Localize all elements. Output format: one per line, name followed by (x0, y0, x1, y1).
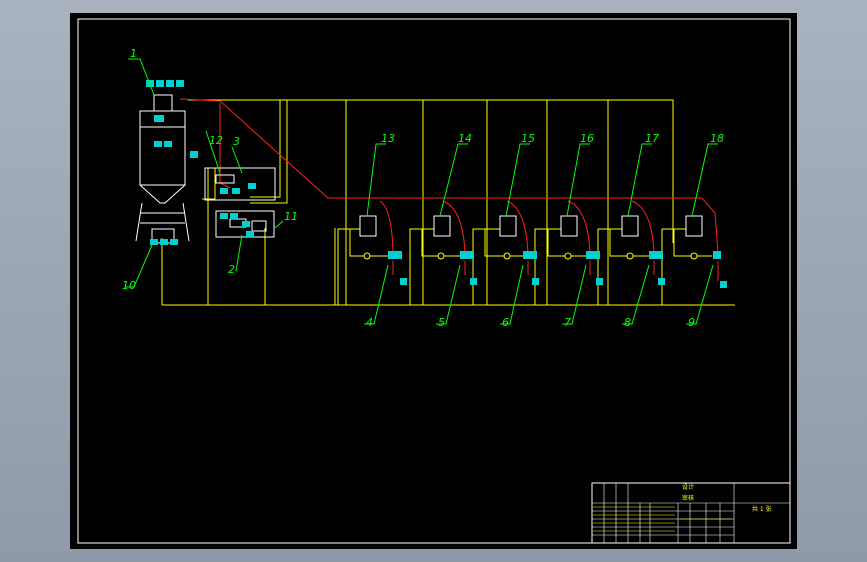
callout-4: 4 (366, 316, 373, 329)
callout-3: 3 (233, 135, 240, 148)
title-block-row2: 审核 (682, 494, 694, 502)
callout-15: 15 (521, 132, 535, 145)
callout-2: 2 (228, 263, 235, 276)
process-vessels (359, 215, 703, 237)
callout-16: 16 (580, 132, 594, 145)
callout-9: 9 (688, 316, 695, 329)
silo-dust-collector (135, 94, 190, 244)
title-block: 设计 审核 共 1 张 (591, 482, 791, 544)
callout-13: 13 (381, 132, 395, 145)
callout-10: 10 (122, 279, 136, 292)
title-block-sheet-label: 共 1 张 (752, 505, 772, 513)
drawing-frame (77, 18, 791, 544)
drawing-sheet: 1 12 3 11 2 10 13 14 15 16 17 18 4 5 6 7… (70, 13, 797, 549)
process-flow-diagram: 1 12 3 11 2 10 13 14 15 16 17 18 4 5 6 7… (77, 18, 791, 544)
pumps (363, 252, 698, 260)
red-piping (179, 98, 719, 281)
yellow-piping (161, 99, 735, 306)
callout-17: 17 (645, 132, 659, 145)
title-block-row1: 设计 (682, 483, 694, 491)
instrument-tags (146, 80, 727, 288)
callout-18: 18 (710, 132, 724, 145)
callout-11: 11 (284, 210, 298, 223)
callout-14: 14 (458, 132, 472, 145)
callout-5: 5 (438, 316, 445, 329)
callout-1: 1 (130, 47, 137, 60)
leader-lines (125, 58, 718, 325)
callout-12: 12 (209, 134, 223, 147)
callout-7: 7 (564, 316, 571, 329)
callout-6: 6 (502, 316, 509, 329)
callout-8: 8 (624, 316, 631, 329)
